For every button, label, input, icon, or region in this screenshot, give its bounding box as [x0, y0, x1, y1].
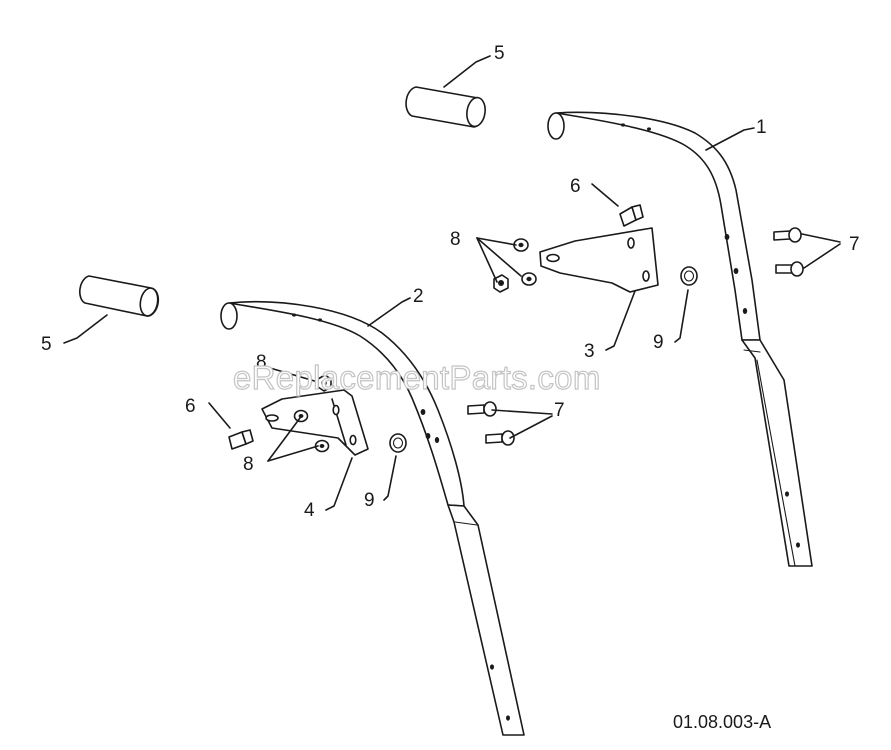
- washer-9-lower: [389, 433, 407, 453]
- drawing-code: 01.08.003-A: [673, 712, 771, 732]
- callout-8-lower-top: 8: [256, 352, 267, 373]
- grip-lower: [79, 275, 160, 317]
- leader-lines: [63, 55, 841, 511]
- callout-9-lower: 9: [364, 490, 375, 511]
- bolt-7-lower-b: [485, 430, 515, 446]
- callouts: 5 5 1 2 6 6 8 7 7 8 8 3 4 9 9: [41, 43, 860, 521]
- bracket-4: [261, 389, 369, 456]
- bolt-6-lower: [228, 429, 254, 450]
- callout-6-lower: 6: [185, 396, 196, 417]
- washer-8-f: [314, 439, 330, 453]
- nut-8-c: [493, 274, 509, 293]
- callout-3: 3: [584, 341, 595, 362]
- callout-8-upper: 8: [450, 229, 461, 250]
- callout-7-lower: 7: [554, 400, 565, 421]
- callout-2: 2: [413, 286, 424, 307]
- bolt-7-upper-a: [773, 227, 802, 243]
- callout-4: 4: [304, 500, 315, 521]
- watermark: eReplacementParts.com: [233, 359, 601, 396]
- washer-9-upper: [680, 266, 698, 286]
- callout-9-upper: 9: [653, 332, 664, 353]
- washer-8-b: [521, 272, 537, 286]
- callout-1: 1: [756, 117, 767, 138]
- callout-7-upper: 7: [849, 234, 860, 255]
- nut-8-d: [317, 374, 332, 392]
- bolt-7-upper-b: [775, 261, 804, 277]
- handle-lower-left: [220, 300, 525, 736]
- callout-5-lower: 5: [41, 334, 52, 355]
- callout-5-upper: 5: [494, 43, 505, 64]
- washer-8-e: [293, 409, 309, 423]
- bolt-6-upper: [619, 204, 644, 227]
- bolt-7-lower-a: [467, 401, 497, 417]
- callout-8-lower-bottom: 8: [243, 454, 254, 475]
- callout-6-upper: 6: [570, 176, 581, 197]
- grip-upper: [405, 86, 486, 128]
- handle-upper-right: [547, 111, 813, 567]
- bracket-3: [539, 227, 659, 293]
